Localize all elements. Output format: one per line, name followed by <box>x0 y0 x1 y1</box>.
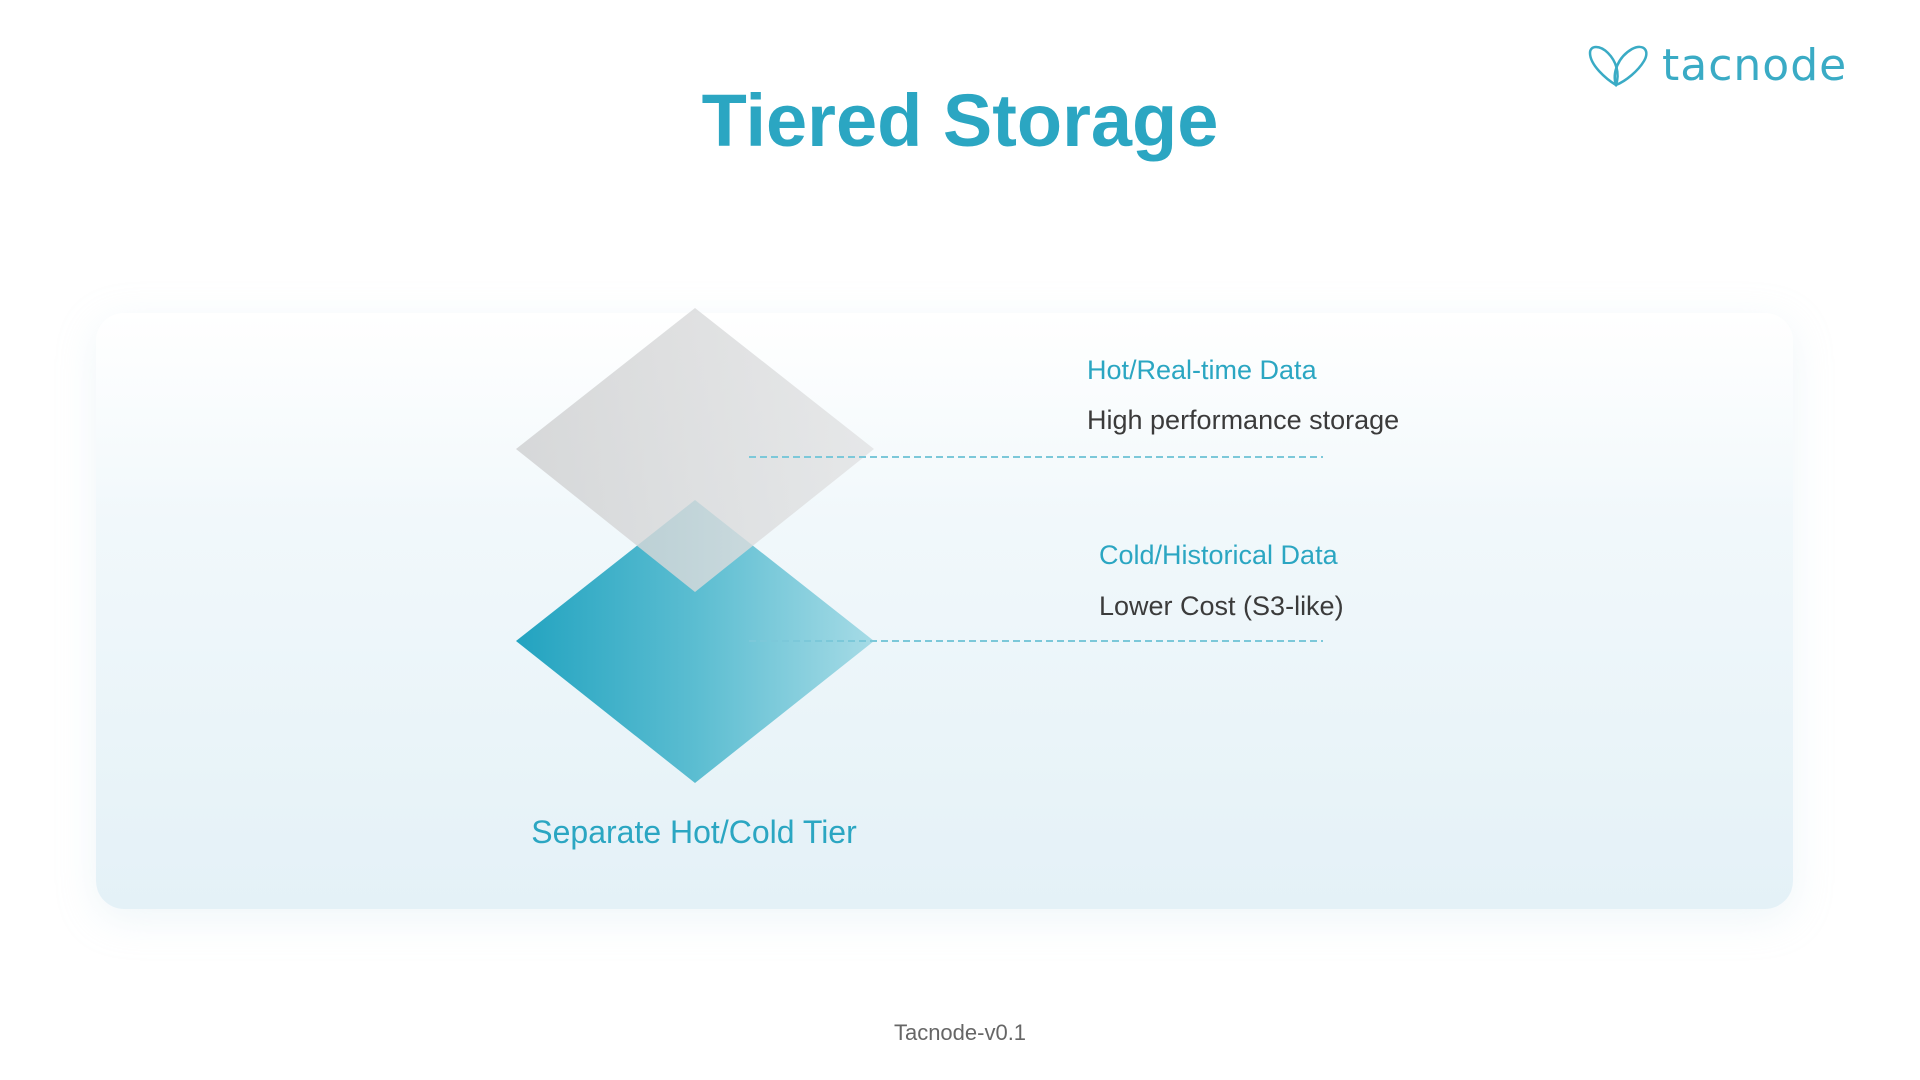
hot-tier-heading: Hot/Real-time Data <box>1087 355 1317 385</box>
logo-text: tacnode <box>1662 40 1848 91</box>
tacnode-logo: tacnode <box>1588 40 1847 91</box>
cold-tier-description: Lower Cost (S3-like) <box>1099 591 1344 621</box>
butterfly-logo-icon <box>1588 45 1648 87</box>
cold-tier-diamond <box>516 500 874 783</box>
diagram-caption: Separate Hot/Cold Tier <box>531 814 857 850</box>
hot-tier-description: High performance storage <box>1087 405 1400 435</box>
content-panel <box>96 313 1793 909</box>
hot-tier-diamond <box>516 308 874 592</box>
cold-tier-heading: Cold/Historical Data <box>1099 540 1338 570</box>
footer-version: Tacnode-v0.1 <box>893 1020 1027 1045</box>
slide-title: Tiered Storage <box>701 79 1219 162</box>
